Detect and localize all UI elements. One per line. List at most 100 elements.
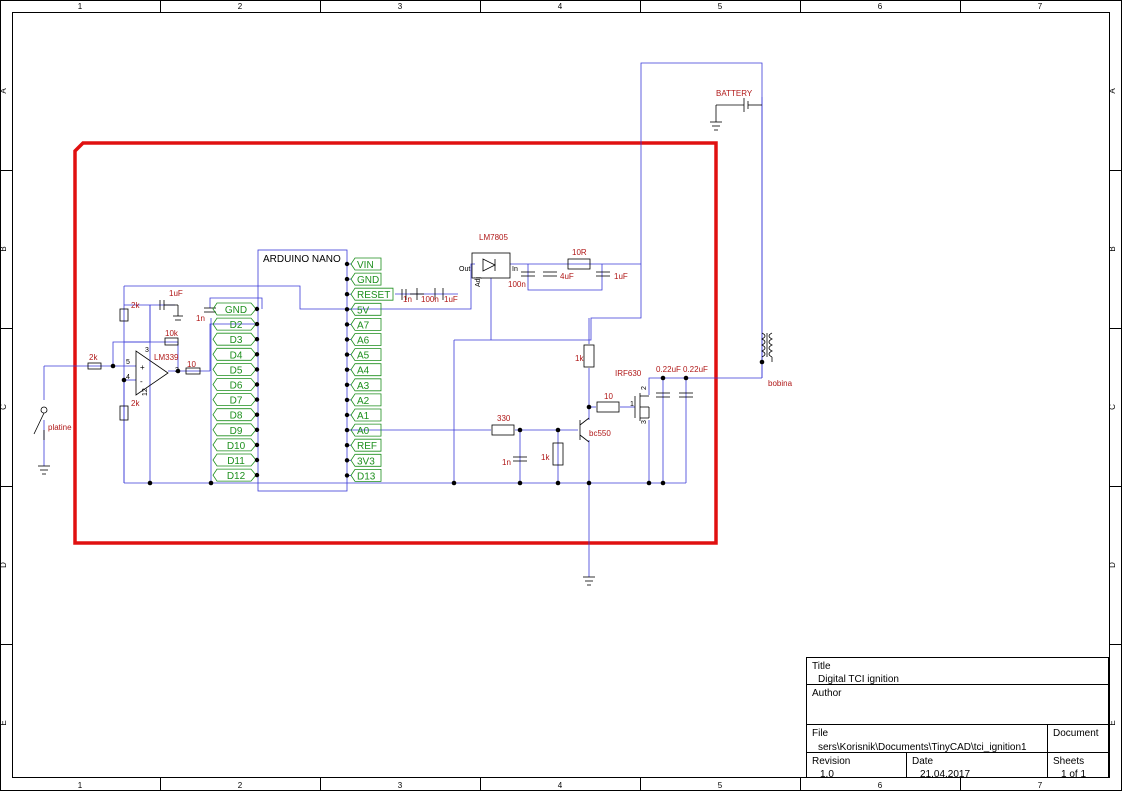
lm7805-body: [471, 252, 511, 279]
c-022uf-a-label: 0.22uF: [656, 365, 681, 374]
zone-col-7-top: 7: [1038, 2, 1043, 11]
junction-dot: [586, 480, 592, 486]
svg-text:A0: A0: [357, 426, 370, 437]
svg-text:D3: D3: [230, 335, 243, 346]
irf630-symbol: [634, 393, 650, 421]
c-4uf-label: 4uF: [560, 272, 574, 281]
arduino-pin-a5-right: A5: [344, 348, 382, 362]
arduino-pin-reset-right: RESET: [344, 287, 394, 301]
zone-col-2-bottom: 2: [238, 781, 243, 790]
svg-text:D5: D5: [230, 365, 243, 376]
r-10-gate-label: 10: [604, 392, 613, 401]
zone-row-B-left: B: [0, 246, 8, 251]
svg-text:GND: GND: [225, 305, 247, 316]
c-1uf-reset-label: 1uF: [444, 295, 458, 304]
arduino-pin-a7-right: A7: [344, 318, 382, 331]
battery-label: BATTERY: [716, 89, 753, 98]
arduino-pin-a3-right: A3: [344, 378, 382, 392]
svg-text:D13: D13: [357, 471, 376, 482]
svg-text:A4: A4: [357, 366, 370, 377]
zone-row-E-left: E: [0, 720, 8, 725]
c-100n-reg-label: 100n: [508, 280, 526, 289]
lm339-pin12: 12: [142, 388, 149, 396]
junction-dot: [660, 480, 666, 486]
svg-text:A3: A3: [357, 381, 370, 392]
zone-row-C-left: C: [0, 404, 8, 410]
svg-text:D2: D2: [230, 320, 243, 331]
c-1n-base-label: 1n: [502, 458, 511, 467]
r-2k-top-label: 2k: [131, 301, 140, 310]
junction-dot: [646, 480, 652, 486]
arduino-pin-d7-left: D7: [212, 393, 260, 407]
date-label: Date: [912, 756, 934, 767]
r-10k-label: 10k: [165, 329, 179, 338]
zone-markers: 11223344556677AABBCCDDEE: [0, 0, 1122, 791]
lm339-pin5: 5: [126, 359, 130, 366]
title-block: Title Digital TCI ignition Author File s…: [806, 657, 1109, 780]
zone-row-D-right: D: [1108, 562, 1117, 568]
bc550-symbol: [579, 417, 590, 443]
file-label: File: [812, 728, 829, 739]
title-label: Title: [812, 661, 831, 672]
zone-col-6-top: 6: [878, 2, 883, 11]
zone-row-A-right: A: [1108, 88, 1117, 94]
c-100n-reset-label: 100n: [421, 295, 439, 304]
r-2k-in-label: 2k: [89, 353, 98, 362]
outer-frame: [0, 0, 1122, 791]
junction-dot: [110, 363, 116, 369]
ignition-coil-symbol: [761, 332, 773, 362]
svg-text:REF: REF: [357, 441, 377, 452]
r-1k-drain-label: 1k: [575, 354, 584, 363]
c-1uf-fb-label: 1uF: [169, 289, 183, 298]
svg-text:A7: A7: [357, 320, 370, 331]
junction-dot: [147, 480, 153, 486]
arduino-pin-d9-left: D9: [212, 423, 260, 437]
lm339-pin4: 4: [126, 374, 130, 381]
zone-row-B-right: B: [1108, 246, 1117, 251]
wires: [43, 62, 763, 577]
battery-symbol: [710, 98, 762, 131]
zone-col-3-bottom: 3: [398, 781, 403, 790]
inner-frame: [12, 12, 1110, 778]
r-1k-base-label: 1k: [541, 453, 550, 462]
junction-dot: [451, 480, 457, 486]
arduino-pin-a2-right: A2: [344, 393, 382, 407]
zone-col-1-top: 1: [78, 2, 83, 11]
platine-switch-symbol: [33, 406, 50, 475]
junction-dot: [683, 375, 689, 381]
junction-dot: [121, 377, 127, 383]
arduino-pin-3v3-right: 3V3: [344, 453, 382, 467]
arduino-pin-a4-right: A4: [344, 363, 382, 377]
arduino-pin-d10-left: D10: [212, 438, 260, 452]
junction-dot: [517, 427, 523, 433]
svg-text:D9: D9: [230, 426, 243, 437]
arduino-pin-a6-right: A6: [344, 333, 382, 347]
file-value: sers\Korisnik\Documents\TinyCAD\tci_igni…: [818, 742, 1027, 753]
lm7805-in-label: In: [512, 266, 518, 273]
irf-pin1: 1: [630, 401, 634, 408]
c-1uf-reg-label: 1uF: [614, 272, 628, 281]
svg-text:A1: A1: [357, 411, 370, 422]
platine-label: platine: [48, 423, 72, 432]
arduino-pin-a1-right: A1: [344, 408, 382, 422]
ground-symbol: [583, 576, 595, 586]
svg-text:D8: D8: [230, 411, 243, 422]
title-value: Digital TCI ignition: [818, 674, 899, 685]
components: [33, 98, 773, 586]
lm339-label: LM339: [154, 353, 179, 362]
zone-row-A-left: A: [0, 88, 8, 94]
junction-dot: [759, 359, 765, 365]
arduino-pin-d2-left: D2: [212, 317, 260, 331]
c-1n-reset-label: 1n: [403, 295, 412, 304]
r-10-out-label: 10: [187, 360, 196, 369]
svg-text:RESET: RESET: [357, 290, 390, 301]
zone-col-5-top: 5: [718, 2, 723, 11]
arduino-pin-gnd-right: GND: [344, 272, 382, 286]
zone-col-7-bottom: 7: [1038, 781, 1043, 790]
lm339-pin3: 3: [145, 347, 149, 354]
arduino-pin-vin-right: VIN: [344, 257, 382, 271]
junction-dot: [555, 427, 561, 433]
